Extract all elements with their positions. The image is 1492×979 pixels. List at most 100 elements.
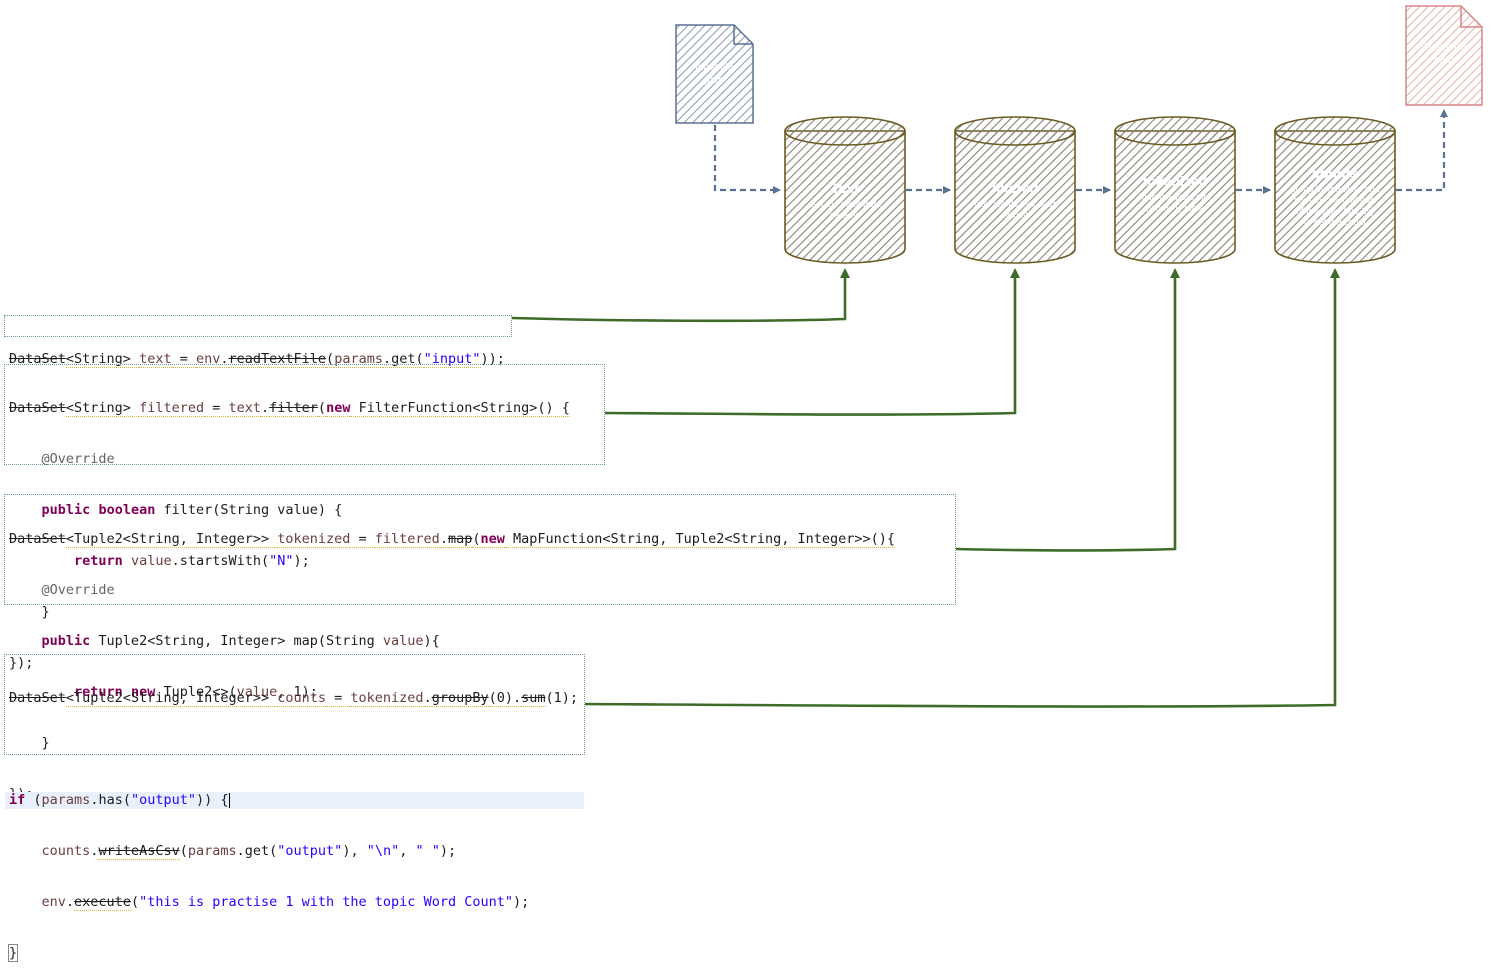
code-line: @Override [9, 451, 600, 468]
code-token: FilterFunction<String>() { [350, 400, 570, 417]
code-token: = [204, 400, 229, 417]
code-token: .get( [236, 843, 278, 859]
code-token: } [9, 735, 50, 751]
link-line-block3-to-tokenized [955, 268, 1180, 552]
code-token: ( [326, 351, 335, 368]
code-line [9, 741, 580, 758]
text-dataset-cylinder: Text Get the input from params [784, 116, 906, 264]
code-token-string: "N" [269, 553, 294, 569]
code-token: = [326, 690, 351, 707]
output-file-document: Output file path [1405, 5, 1483, 106]
code-token: )) { [195, 792, 229, 808]
code-token-keyword: new [480, 531, 505, 548]
code-block-tokenized: DataSet<Tuple2<String, Integer>> tokeniz… [4, 494, 956, 802]
code-indent [9, 582, 42, 598]
code-token-method: sum [521, 690, 546, 707]
code-block-filtered: DataSet <String> filtered = text. filter( n… [4, 364, 605, 671]
filtered-cylinder-desc-2: with N [1001, 210, 1027, 220]
code-token: = [350, 531, 375, 548]
code-token: . [423, 690, 432, 707]
link-line-block2-to-filtered [604, 268, 1020, 416]
code-line: DataSet<String> filtered = text.filter(n… [9, 400, 600, 417]
code-line: } [7, 944, 580, 962]
code-line: } [9, 604, 600, 621]
code-token: ( [317, 400, 327, 417]
input-file-label-1: Input file [695, 62, 733, 73]
code-token-variable: value [382, 633, 424, 649]
code-token-variable: text [228, 400, 261, 417]
code-line: }); [9, 655, 600, 672]
code-token: } [9, 604, 50, 620]
code-line-current: if (params.has("output")) { [5, 792, 584, 809]
code-token: . [439, 531, 448, 548]
code-indent [9, 633, 42, 649]
counts-cylinder-desc-3: of the tuple (the 1s) [1296, 206, 1374, 216]
code-token-string: "\n" [366, 843, 400, 859]
code-token: .startsWith( [171, 553, 270, 569]
code-token-class: DataSet [9, 531, 66, 547]
code-block-counts: DataSet<Tuple2<String, Integer>> counts … [4, 654, 585, 962]
flow-arrow-input-to-text [713, 125, 781, 194]
code-token-keyword: new [130, 684, 156, 700]
code-token: ); [439, 843, 457, 859]
code-token: <String> [65, 351, 140, 368]
code-line: DataSet<String> text = env.readTextFile(… [9, 351, 507, 368]
code-line: counts.writeAsCsv(params.get("output"), … [9, 843, 580, 860]
code-token-keyword: boolean [98, 502, 156, 518]
code-token: )); [480, 351, 505, 367]
counts-cylinder-desc-4: to get the count [1304, 217, 1367, 227]
code-token: (1); [545, 690, 579, 706]
text-cursor [228, 792, 230, 808]
code-token-string: "this is practise 1 with the topic Word … [139, 894, 513, 910]
code-token-variable: params [334, 351, 383, 368]
code-token-variable: env [41, 894, 66, 910]
tokenized-cylinder-title: tokenized [1143, 173, 1208, 189]
code-token-keyword: return [74, 684, 123, 700]
code-token: .get( [382, 351, 424, 368]
code-token-method: writeAsCsv [98, 843, 180, 860]
code-token: Tuple2<String, Integer> map(String [90, 633, 383, 649]
code-token-variable: params [187, 843, 237, 859]
code-token-method: filter [269, 400, 318, 417]
code-token: filter(String value) { [155, 502, 343, 518]
code-token-class: DataSet [9, 690, 66, 706]
link-line-block4-to-counts [584, 268, 1340, 708]
code-line: public Tuple2<String, Integer> map(Strin… [9, 633, 951, 650]
code-token: ); [293, 553, 310, 569]
code-token-annotation: @Override [41, 451, 115, 467]
tokenized-dataset-cylinder: tokenized map the word into (word, 1) tu… [1114, 116, 1236, 264]
code-line: env.execute("this is practise 1 with the… [9, 894, 580, 911]
code-token: <Tuple2<String, Integer>> [65, 531, 278, 548]
code-line: DataSet<Tuple2<String, Integer>> tokeniz… [9, 531, 951, 548]
code-token: .has( [90, 792, 131, 808]
code-indent [9, 451, 42, 467]
code-token: <String> [65, 400, 140, 417]
code-token-string: "output" [277, 843, 343, 859]
counts-cylinder-desc-1: group by the word and [1290, 184, 1380, 194]
tokenized-cylinder-desc-2: (word, 1) tuple [1146, 203, 1204, 213]
code-token-variable: tokenized [350, 690, 424, 707]
code-token: ){ [423, 633, 440, 649]
flow-arrow-counts-to-output [1396, 109, 1448, 192]
filtered-cylinder-desc-1: filter words that start [974, 199, 1056, 209]
code-token-keyword: public [41, 502, 91, 518]
code-token-variable: value [130, 553, 172, 569]
code-token: Tuple2<>( [155, 684, 237, 700]
text-cylinder-desc-2: params [830, 210, 861, 220]
code-token-variable: counts [277, 690, 327, 707]
code-token: MapFunction<String, Tuple2<String, Integ… [504, 531, 896, 548]
code-token: , [399, 843, 416, 859]
code-indent [9, 894, 42, 910]
code-token-variable: filtered [139, 400, 205, 417]
code-token-method: map [447, 531, 473, 548]
code-token: . [220, 351, 229, 368]
code-token: . [65, 894, 75, 910]
code-token-variable: value [236, 684, 278, 700]
code-token: = [171, 351, 196, 368]
code-token-annotation: @Override [41, 582, 115, 598]
code-token: (0). [488, 690, 522, 707]
filtered-cylinder-title: filtered [992, 180, 1039, 196]
code-token: ( [179, 843, 188, 859]
code-token: ( [25, 792, 42, 808]
counts-cylinder-desc-2: sum the second part [1294, 195, 1376, 205]
